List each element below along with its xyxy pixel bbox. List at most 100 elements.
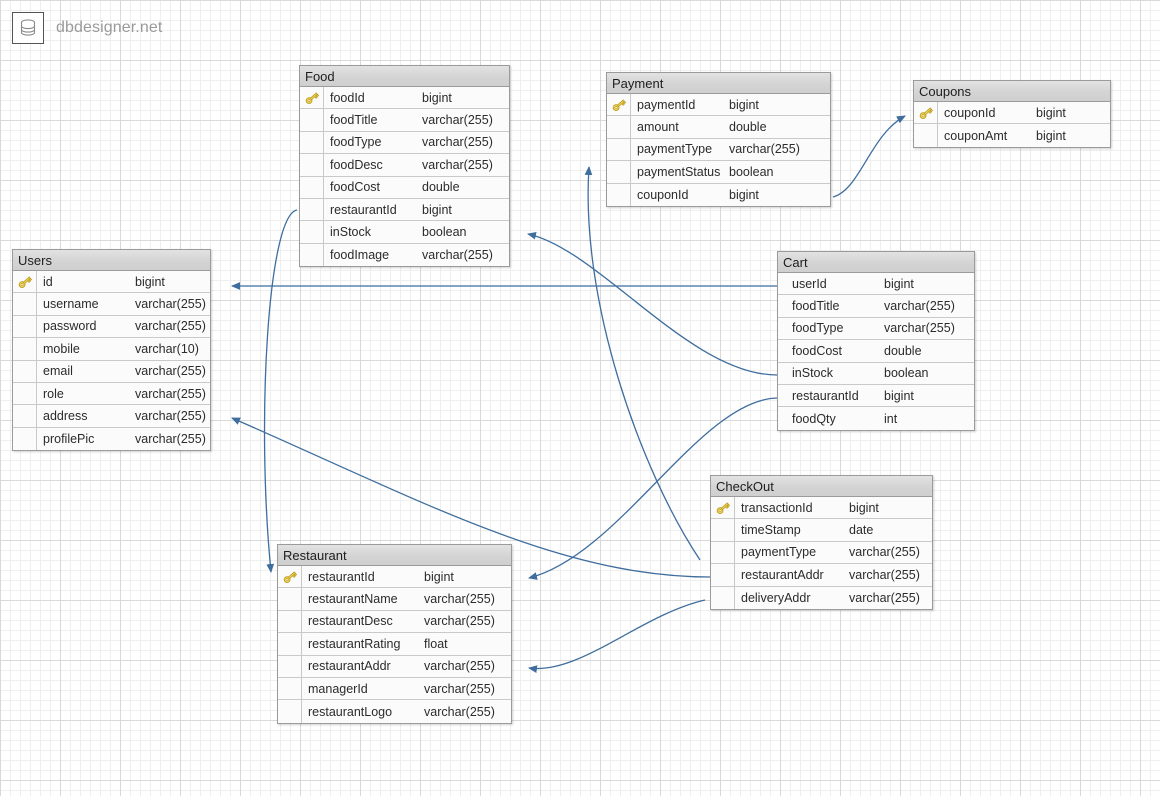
column-name: couponId: [637, 187, 689, 202]
column-key-cell: [13, 382, 37, 405]
column-type: varchar(255): [422, 247, 493, 262]
column-key-cell: [778, 295, 786, 316]
column-key-cell: [607, 161, 631, 183]
column-name: foodId: [330, 90, 365, 105]
column-type: varchar(255): [849, 545, 920, 560]
column-type: int: [884, 411, 898, 426]
column-name: restaurantAddr: [308, 659, 391, 674]
column-name: password: [43, 319, 97, 334]
relationship-payment-coupon-to-coupons: [832, 115, 906, 198]
column-name: username: [43, 297, 99, 312]
column-row[interactable]: paymentId bigint: [607, 94, 830, 117]
column-name: restaurantId: [330, 202, 397, 217]
column-name: restaurantDesc: [308, 614, 393, 629]
relationship-checkout-restaddr-to-rest-addr: [528, 599, 706, 673]
column-row[interactable]: paymentType varchar(255): [711, 541, 932, 565]
column-type: varchar(10): [135, 341, 199, 356]
column-row[interactable]: couponId bigint: [607, 183, 830, 206]
table-title-checkout: CheckOut: [711, 476, 932, 497]
column-name: foodCost: [330, 180, 381, 195]
column-key-cell: [711, 541, 735, 564]
column-type: varchar(255): [135, 364, 206, 379]
column-type: bigint: [729, 187, 759, 202]
primary-key-icon: [607, 94, 631, 116]
column-key-cell: [607, 183, 631, 206]
column-name: paymentType: [741, 545, 817, 560]
table-title-payment: Payment: [607, 73, 830, 94]
column-key-cell: [607, 138, 631, 161]
column-name: foodImage: [330, 247, 390, 262]
column-name: paymentId: [637, 97, 696, 112]
column-key-cell: [300, 154, 324, 176]
column-type: varchar(255): [135, 409, 206, 424]
column-name: inStock: [330, 225, 371, 240]
column-type: bigint: [729, 97, 759, 112]
column-name: amount: [637, 120, 679, 135]
primary-key-icon: [300, 87, 324, 109]
column-name: foodDesc: [330, 157, 383, 172]
column-key-cell: [300, 131, 324, 154]
column-type: varchar(255): [424, 704, 495, 719]
table-title-cart: Cart: [778, 252, 974, 273]
column-name: mobile: [43, 341, 80, 356]
column-name: couponAmt: [944, 128, 1008, 143]
column-row[interactable]: foodCost double: [300, 176, 509, 199]
column-name: inStock: [792, 366, 833, 381]
column-row[interactable]: mobile varchar(10): [13, 338, 210, 361]
column-row[interactable]: foodImage varchar(255): [300, 243, 509, 267]
column-type: boolean: [884, 366, 929, 381]
database-icon: [12, 12, 44, 44]
column-key-cell: [13, 338, 37, 360]
brand: dbdesigner.net: [12, 12, 162, 44]
column-key-cell: [778, 385, 786, 406]
column-name: paymentStatus: [637, 164, 721, 179]
column-key-cell: [711, 586, 735, 609]
column-row[interactable]: inStock boolean: [778, 362, 974, 385]
column-type: double: [422, 180, 460, 195]
column-type: varchar(255): [422, 113, 493, 128]
